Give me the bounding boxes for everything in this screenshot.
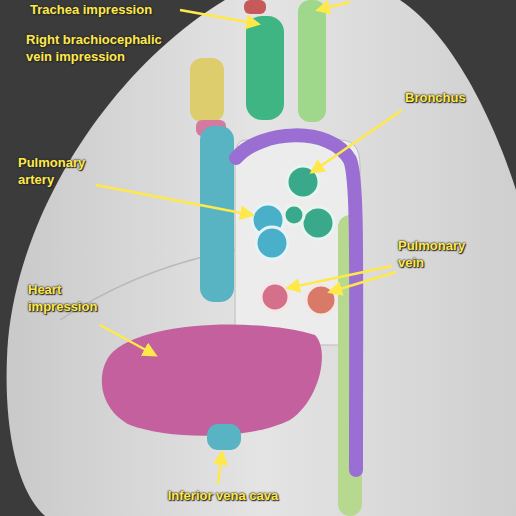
part-label: Pulmonary vein [398,238,488,272]
esophagus-impression-upper [298,0,326,122]
red-impression [244,0,266,14]
part-label: Bronchus [405,90,505,107]
ivc-impression [207,424,241,450]
trachea-impression [246,16,284,120]
part-label: Right brachiocephalic vein impression [26,32,166,66]
leader-arrows [96,2,402,484]
part-label: Inferior vena cava [148,488,298,505]
part-label: Pulmonary artery [18,155,108,189]
bronchus-openings [284,166,334,239]
brachiocephalic-impression [190,58,224,122]
part-label: Trachea impression [30,2,190,19]
pulmonary-vein-openings [261,283,336,315]
pulmonary-artery-groove [200,126,234,302]
lung-surface [7,0,516,516]
heart-impression [102,325,322,436]
pulmonary-artery-openings [252,204,288,259]
part-label: Heart impression [28,282,118,316]
